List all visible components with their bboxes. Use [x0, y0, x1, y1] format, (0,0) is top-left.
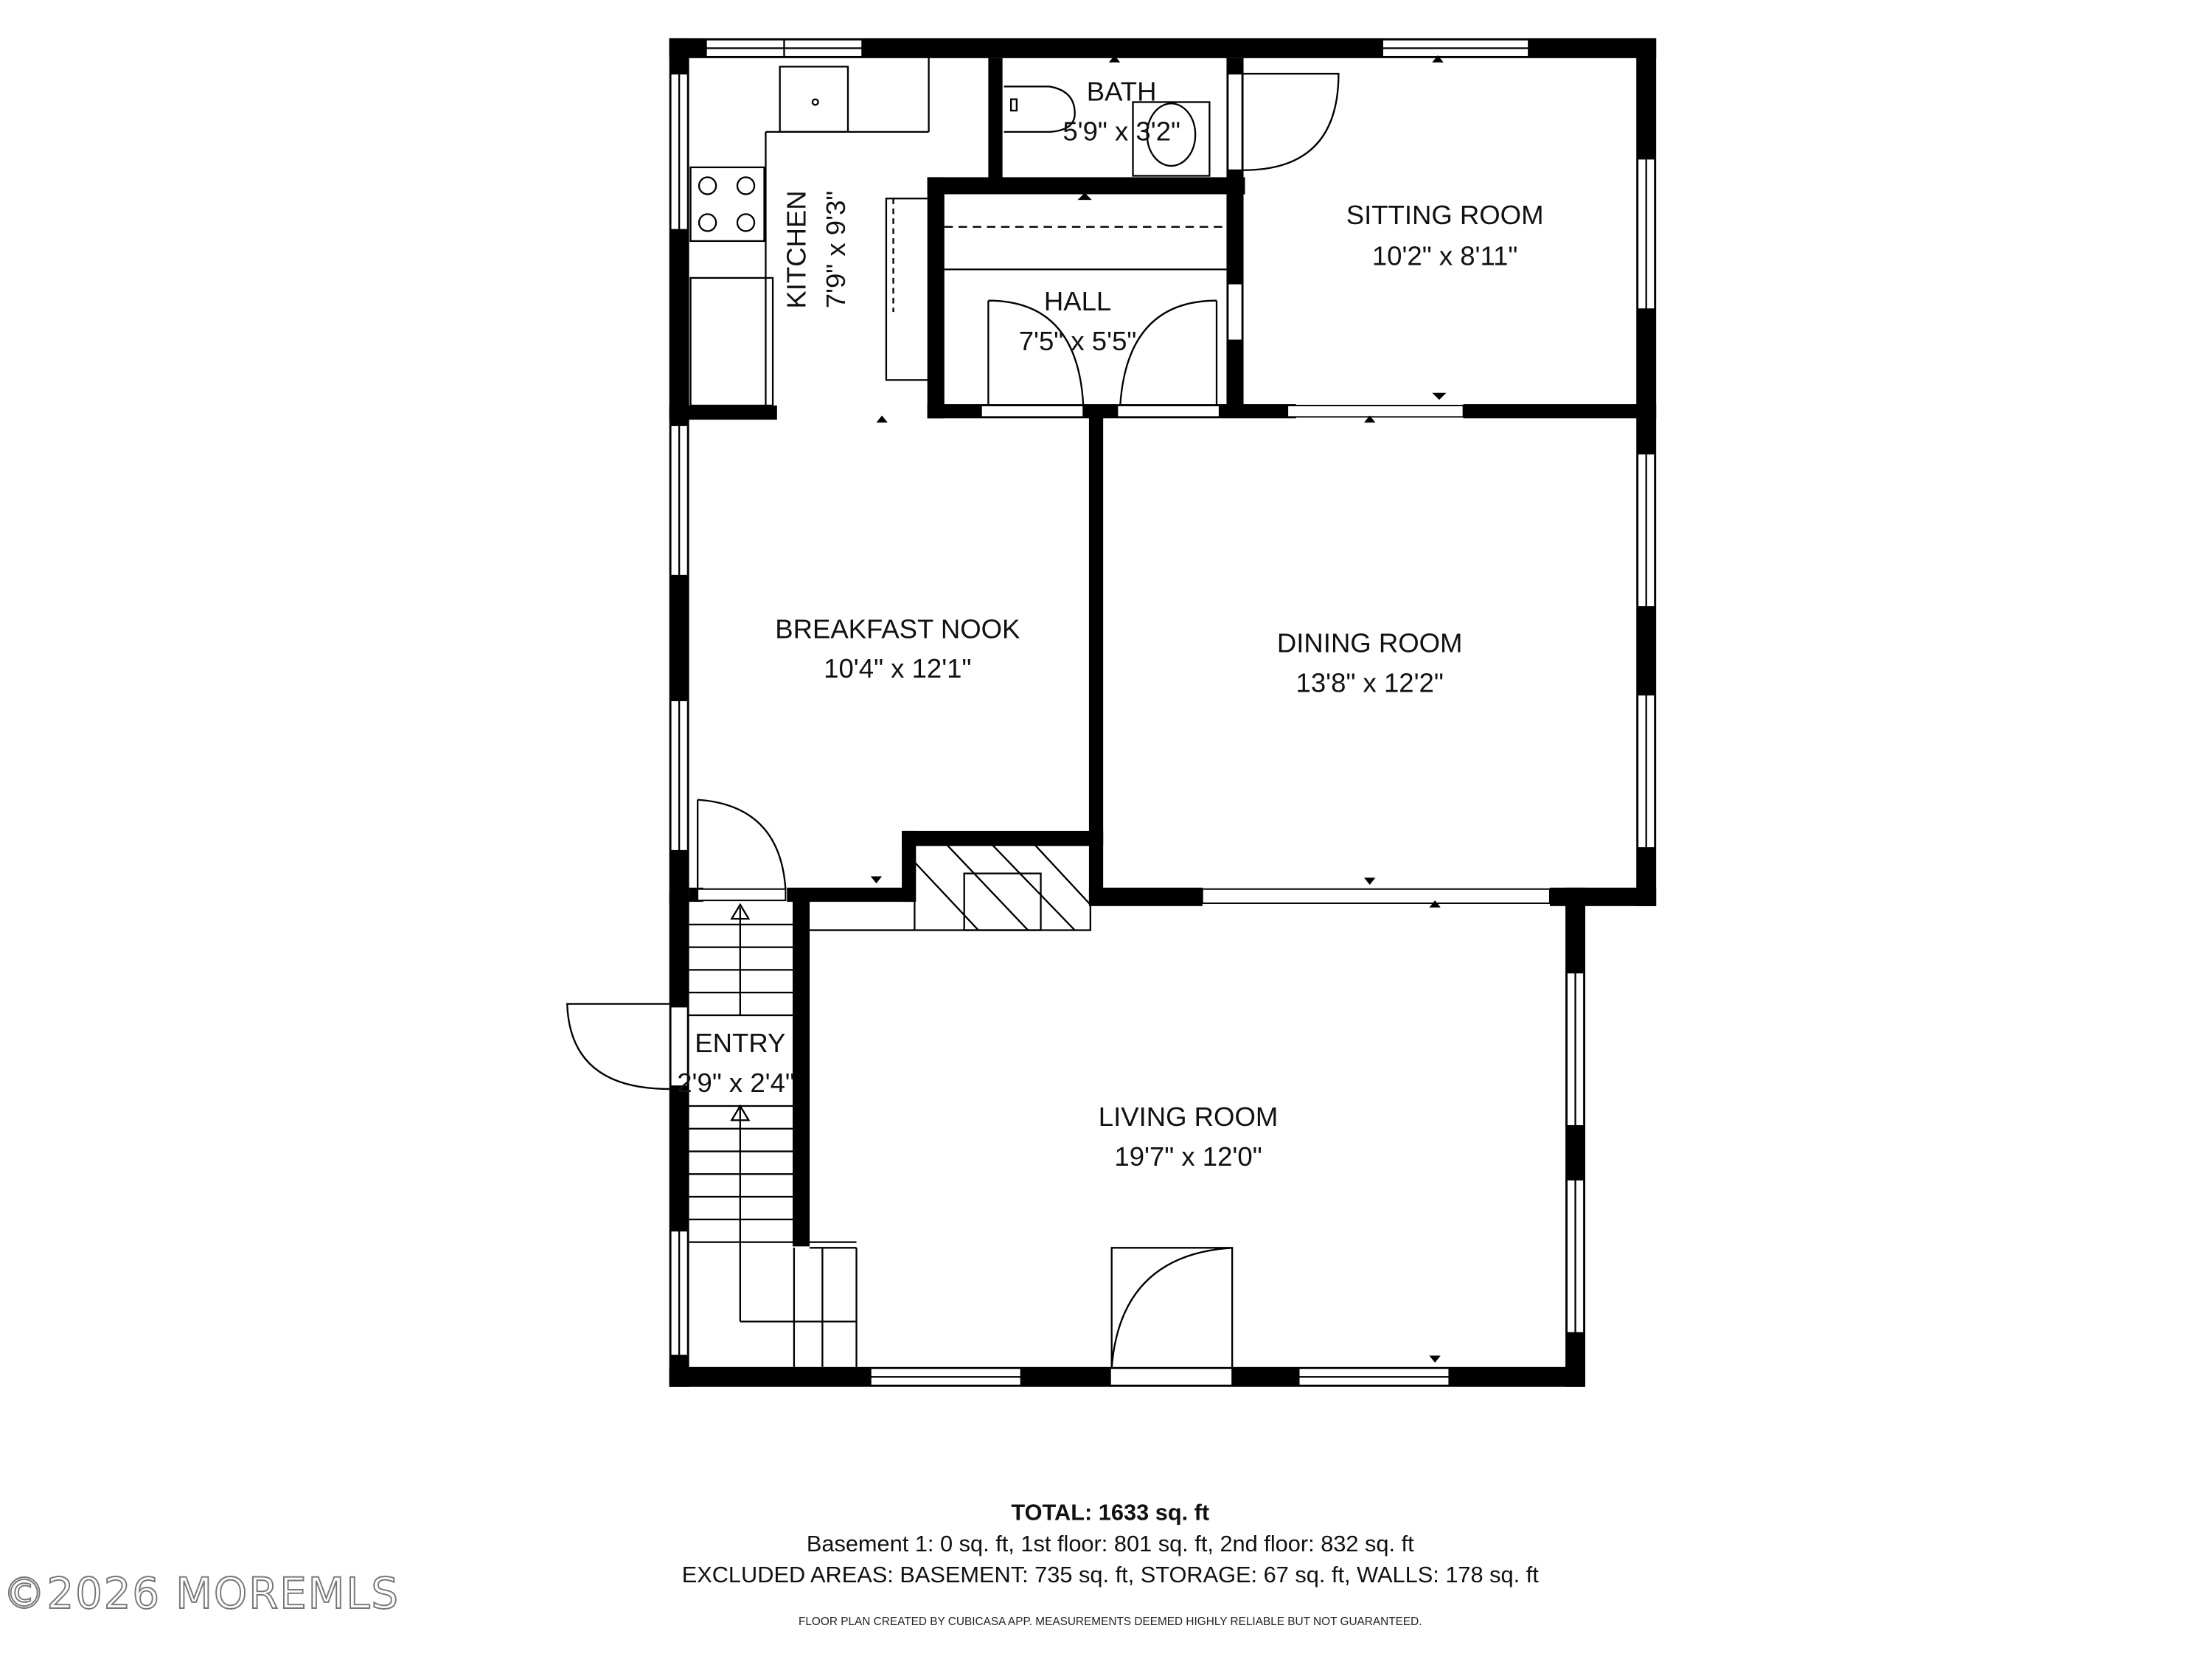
- room-name-dining-room: DINING ROOM: [1277, 628, 1463, 658]
- room-name-breakfast-nook: BREAKFAST NOOK: [775, 613, 1020, 644]
- area-summary: TOTAL: 1633 sq. ft Basement 1: 0 sq. ft,…: [682, 1500, 1540, 1628]
- toilet-icon: [1004, 86, 1076, 133]
- room-labels: BATH 5'9" x 3'2" SITTING ROOM 10'2" x 8'…: [677, 77, 1543, 1172]
- room-name-hall: HALL: [1044, 286, 1111, 316]
- room-dims-dining-room: 13'8" x 12'2": [1296, 667, 1444, 698]
- dimension-markers: [870, 55, 1447, 1363]
- fireplace-icon: [810, 844, 1092, 931]
- interior-walls: [669, 58, 1657, 1247]
- windows: [669, 38, 1656, 1386]
- openings: [669, 73, 1551, 1386]
- room-dims-sitting-room: 10'2" x 8'11": [1372, 241, 1518, 271]
- room-dims-kitchen: 7'9" x 9'3": [821, 191, 851, 309]
- counter-icon: [885, 198, 930, 381]
- room-dims-breakfast-nook: 10'4" x 12'1": [824, 653, 971, 684]
- watermark: ©2026 MOREMLS: [3, 1568, 400, 1618]
- floor-breakdown: Basement 1: 0 sq. ft, 1st floor: 801 sq.…: [807, 1531, 1414, 1557]
- fridge-icon: [689, 276, 774, 407]
- room-dims-hall: 7'5" x 5'5": [1019, 326, 1137, 356]
- staircase: [689, 902, 858, 1367]
- room-dims-bath: 5'9" x 3'2": [1062, 116, 1180, 146]
- total-area: TOTAL: 1633 sq. ft: [1011, 1500, 1209, 1526]
- room-name-bath: BATH: [1087, 77, 1157, 107]
- room-dims-entry: 2'9" x 2'4": [677, 1068, 795, 1098]
- room-name-sitting-room: SITTING ROOM: [1346, 200, 1544, 230]
- kitchen-fixtures: [689, 58, 930, 407]
- hall-fixtures: [944, 226, 1227, 271]
- room-name-living-room: LIVING ROOM: [1099, 1102, 1278, 1132]
- room-name-entry: ENTRY: [695, 1028, 785, 1058]
- disclaimer: FLOOR PLAN CREATED BY CUBICASA APP. MEAS…: [799, 1615, 1422, 1628]
- excluded-areas: EXCLUDED AREAS: BASEMENT: 735 sq. ft, ST…: [682, 1562, 1540, 1587]
- stove-icon: [689, 166, 765, 243]
- vanity-icon: [1132, 101, 1211, 177]
- bath-fixtures: [1004, 86, 1211, 177]
- doors: [566, 72, 1340, 1368]
- room-dims-living-room: 19'7" x 12'0": [1114, 1141, 1262, 1172]
- room-name-kitchen: KITCHEN: [781, 190, 811, 308]
